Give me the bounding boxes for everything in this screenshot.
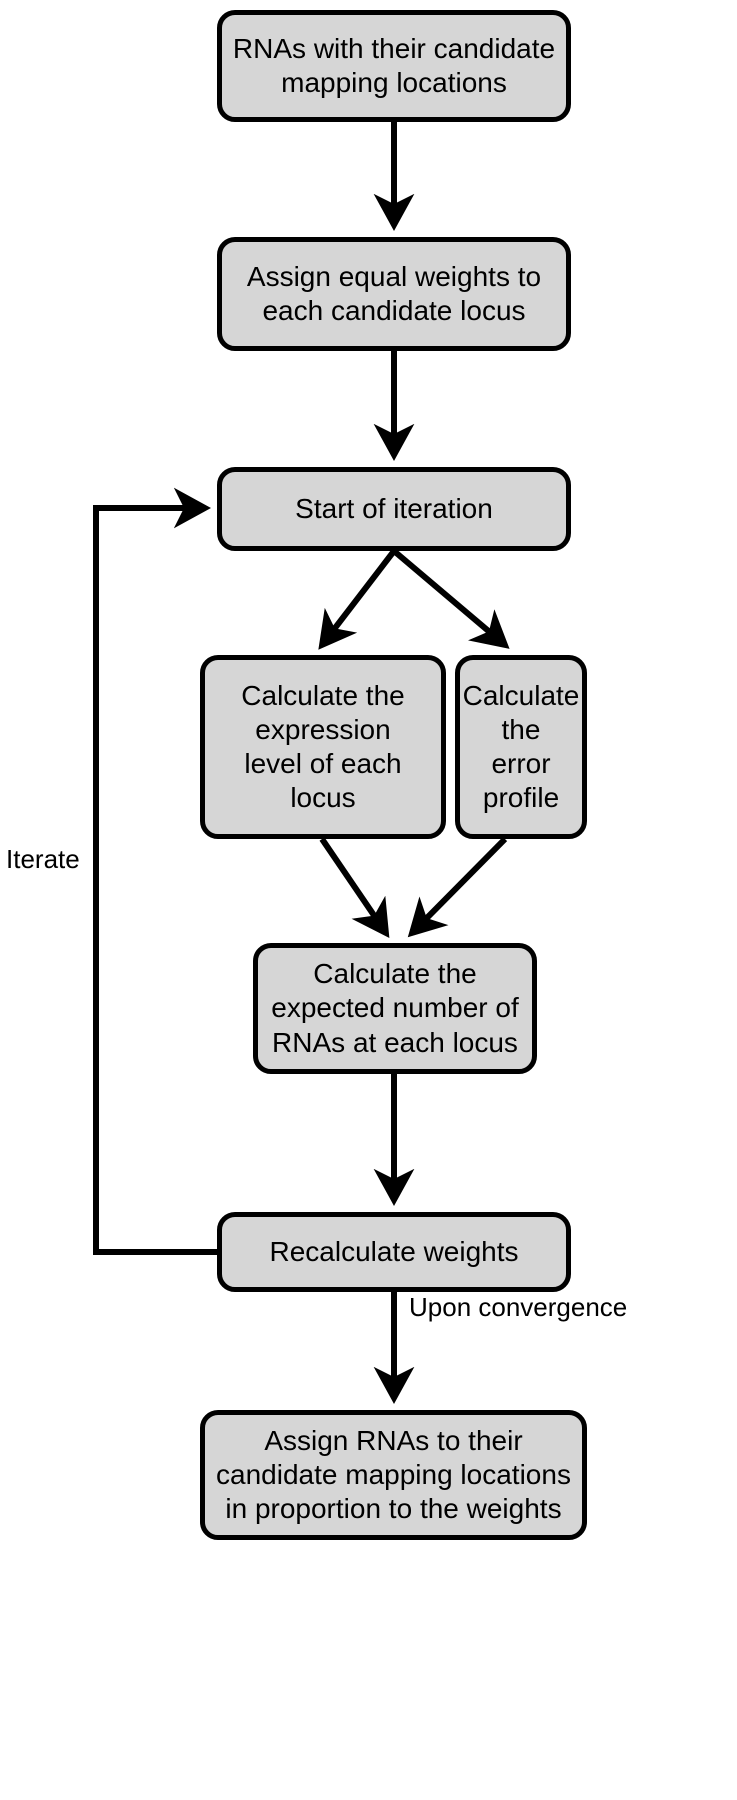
node-recalculate[interactable]: Recalculate weights (217, 1212, 571, 1292)
edge-expression-to-expected (319, 837, 390, 938)
node-expected-number-label: Calculate the expected number of RNAs at… (271, 958, 519, 1058)
edge-start-to-expression (318, 549, 397, 650)
node-input-rnas[interactable]: RNAs with their candidate mapping locati… (217, 10, 571, 122)
edge-error-to-expected (407, 836, 508, 938)
node-expression-level-label: Calculate the expression level of each l… (241, 679, 405, 814)
edge-label-iterate: Iterate (6, 844, 80, 874)
node-input-rnas-label: RNAs with their candidate mapping locati… (232, 32, 556, 98)
node-start-iteration-label: Start of iteration (295, 492, 493, 524)
node-recalculate-label: Recalculate weights (269, 1235, 519, 1267)
node-expression-level[interactable]: Calculate the expression level of each l… (200, 655, 446, 839)
node-final-assign[interactable]: Assign RNAs to their candidate mapping l… (200, 1410, 587, 1540)
edge-label-upon-convergence: Upon convergence (409, 1292, 628, 1322)
node-assign-weights[interactable]: Assign equal weights to each candidate l… (217, 237, 571, 351)
node-final-assign-label: Assign RNAs to their candidate mapping l… (216, 1424, 571, 1525)
node-expected-number[interactable]: Calculate the expected number of RNAs at… (253, 943, 537, 1074)
node-error-profile-label: Calculate the error profile (462, 679, 580, 814)
node-start-iteration[interactable]: Start of iteration (217, 467, 571, 551)
edge-recalculate-to-start-iterate (93, 487, 217, 1255)
node-assign-weights-label: Assign equal weights to each candidate l… (246, 260, 542, 326)
edge-start-to-error (392, 548, 510, 649)
node-error-profile[interactable]: Calculate the error profile (455, 655, 587, 839)
